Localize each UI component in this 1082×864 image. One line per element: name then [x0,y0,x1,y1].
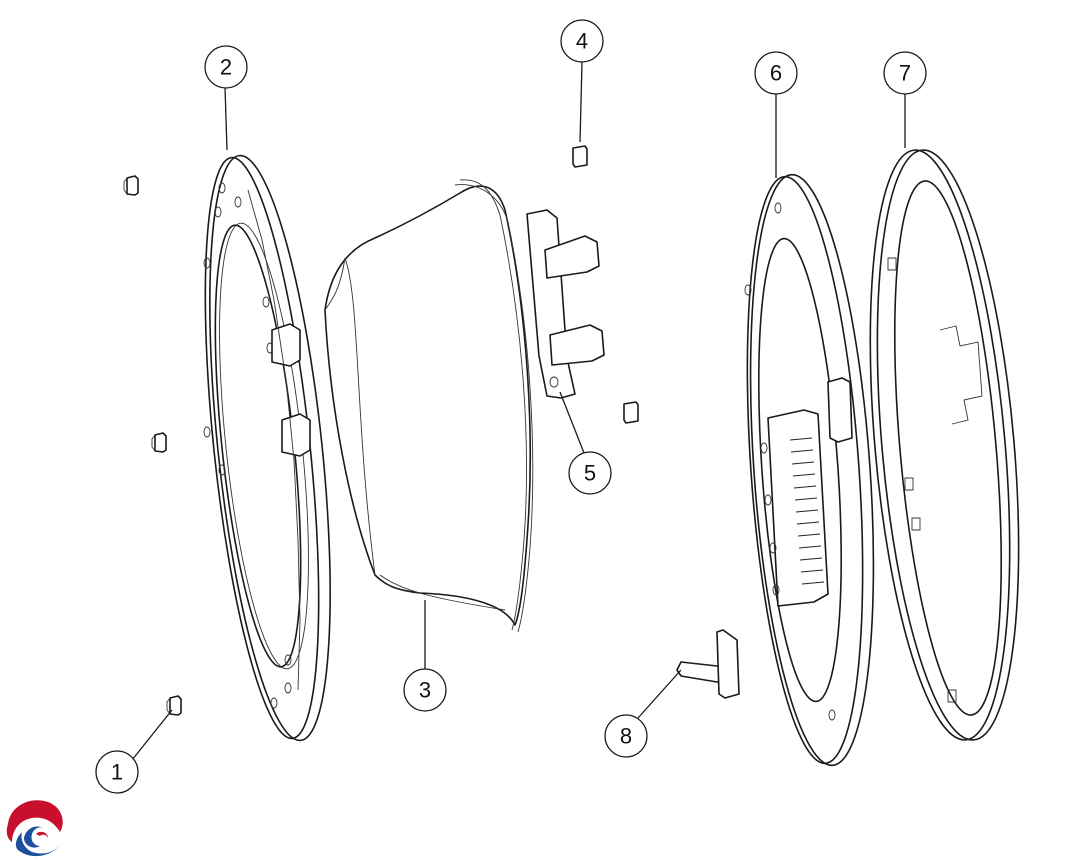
callout-label-4: 4 [576,29,588,54]
callout-6: 6 [754,51,798,95]
callout-label-8: 8 [620,724,632,749]
part-8-latch [676,629,740,699]
callout-4: 4 [560,19,604,63]
part-7-trim-ring [869,149,1020,741]
part-3-glass-bowl [324,179,534,633]
callout-label-2: 2 [220,55,232,80]
brand-logo-swirl-icon [6,800,63,857]
part-6-outer-frame [744,173,875,767]
part-4-blocks [572,145,639,424]
callout-2: 2 [204,45,248,89]
callout-label-3: 3 [419,678,431,703]
callout-5: 5 [568,451,612,495]
part-6-grip-hatching [789,437,825,585]
callout-8: 8 [604,714,648,758]
part-1-plugs [123,175,182,716]
callout-label-5: 5 [584,461,596,486]
part-5-hinge [526,209,605,399]
callout-7: 7 [883,51,927,95]
part-2-inner-ring [203,154,331,742]
leader-lines [131,61,906,761]
callout-label-7: 7 [899,61,911,86]
callout-1: 1 [95,750,139,794]
callout-label-6: 6 [770,61,782,86]
callout-label-1: 1 [111,760,123,785]
callout-3: 3 [403,668,447,712]
